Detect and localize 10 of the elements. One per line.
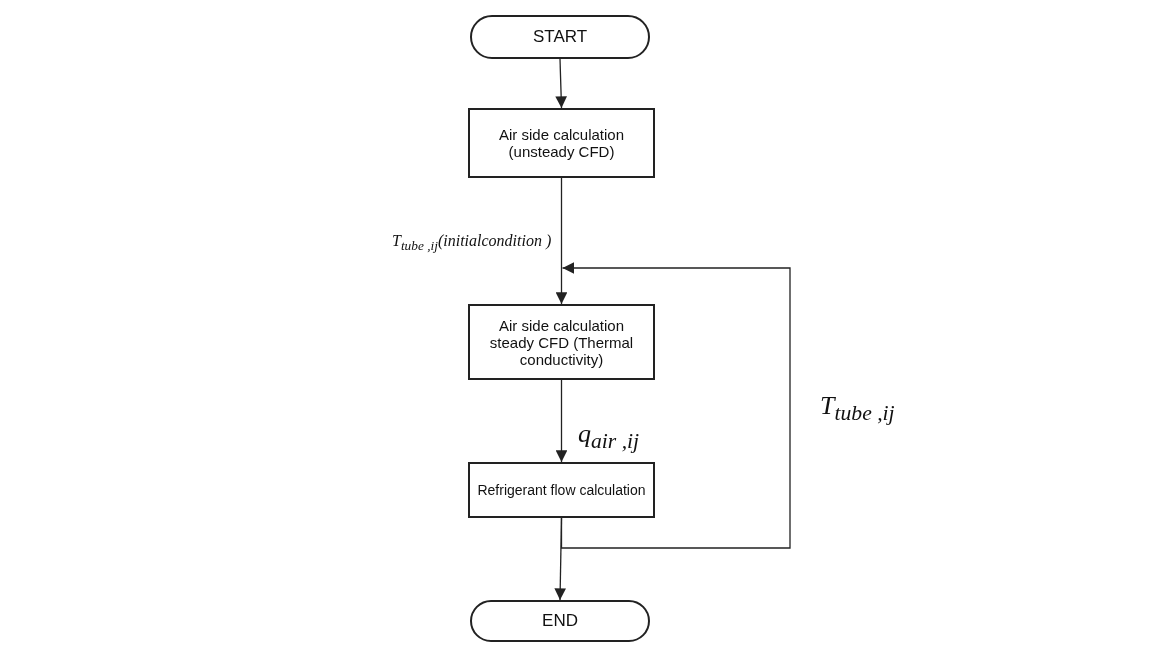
arrow: [555, 379, 568, 463]
arrow: [555, 58, 567, 109]
terminal-box: END: [470, 600, 650, 642]
process-box: Air side calculation (unsteady CFD): [468, 108, 655, 178]
process-box: Refrigerant flow calculation: [468, 462, 655, 518]
arrow: [560, 262, 791, 549]
terminal-box: START: [470, 15, 650, 59]
edge-label: T$_{tube ,ij}$(initialcondition ): [392, 232, 552, 254]
process-box: Air side calculation steady CFD (Thermal conductivity): [468, 304, 655, 380]
arrow: [555, 177, 568, 305]
